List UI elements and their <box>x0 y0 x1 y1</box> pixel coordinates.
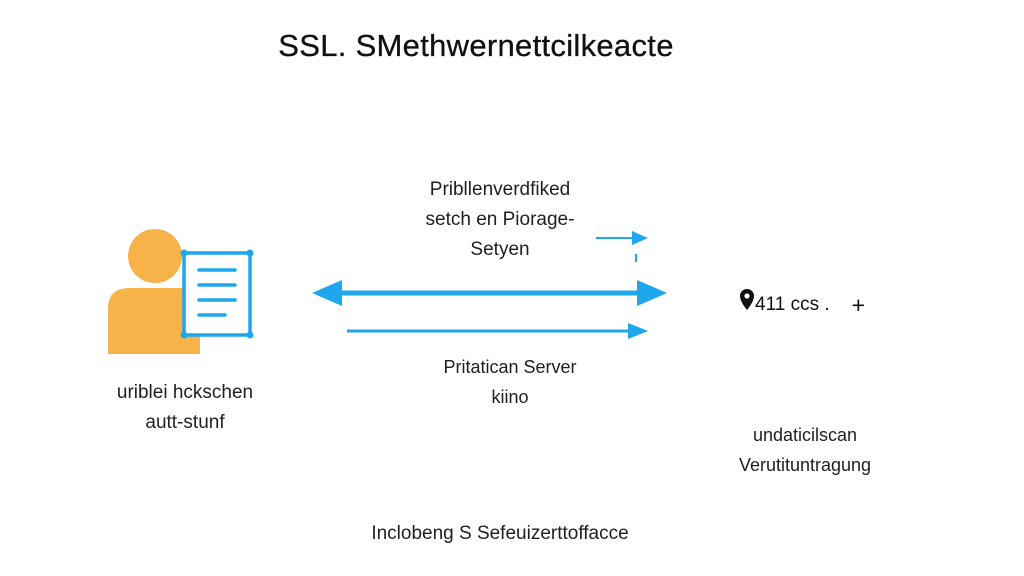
arrowhead-right <box>628 323 648 339</box>
arrowhead-left <box>312 280 342 306</box>
arrow-top-caption: Pribllenverdfiked setch en Piorage- Sety… <box>390 175 610 265</box>
small-arrow <box>596 231 648 262</box>
request-arrow <box>347 323 648 339</box>
arrowhead-right <box>637 280 667 306</box>
caption-line: kiino <box>491 387 529 407</box>
person-body <box>108 288 200 354</box>
caption-line: uriblei hcksch​en <box>116 382 254 403</box>
caption-line: undaticilscan <box>752 425 858 445</box>
caption-line: Pribllenverdfiked <box>429 179 571 200</box>
person-head <box>128 229 182 283</box>
caption-line: autt-stunf <box>145 412 225 433</box>
caption-line: Setyen <box>470 239 530 260</box>
server-info: 411 ccs . + <box>731 291 866 318</box>
caption-line: Pritatican Server <box>443 357 577 377</box>
location-pin-icon <box>740 289 754 310</box>
arrow-bottom-caption: Pritatican Server kiino <box>400 352 620 412</box>
client-user-icon <box>108 229 200 354</box>
bidirectional-arrow <box>312 280 667 306</box>
diagram-title: SSL. SMethwernettcilkeacte <box>278 28 674 63</box>
server-info-text: 411 ccs . <box>755 294 830 315</box>
footer-caption: Inclobeng S Sefeuizerttoffacce <box>371 523 629 544</box>
caption-line: setch en Piorage- <box>425 209 575 230</box>
server-caption: undaticilscan Verutituntragung <box>700 420 910 480</box>
document-frame <box>182 251 252 337</box>
document-icon <box>180 249 254 339</box>
caption-line: Verutituntragung <box>738 455 872 475</box>
client-caption: uriblei hcksch​en autt-stunf <box>70 378 300 438</box>
plus-icon: + <box>851 291 866 318</box>
arrowhead-right <box>632 231 648 245</box>
